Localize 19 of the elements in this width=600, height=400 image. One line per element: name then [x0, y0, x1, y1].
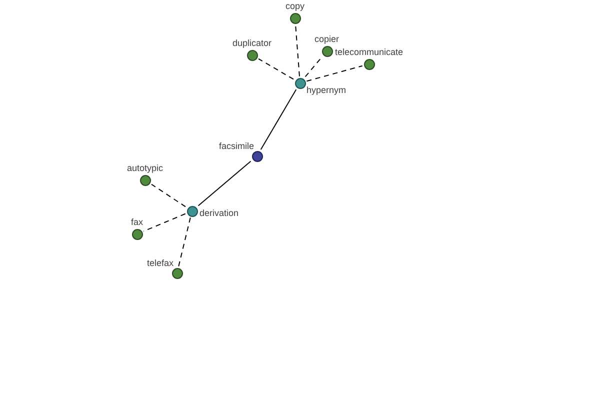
word-label: telefax	[147, 258, 174, 268]
word-label: copier	[314, 34, 340, 44]
word-label: derivation	[200, 208, 239, 218]
dashed-connector	[306, 65, 363, 82]
dashed-connector	[295, 24, 300, 77]
dashed-connector	[258, 58, 294, 80]
word-label: fax	[131, 216, 144, 228]
dashed-connector	[151, 184, 186, 208]
word-label: copy	[286, 0, 305, 12]
word-label: autotypic	[127, 162, 164, 174]
dashed-connector	[178, 217, 191, 267]
connector	[198, 160, 252, 206]
word-label: hypernym	[306, 85, 346, 96]
connector	[260, 89, 297, 150]
word-label: facsimile	[219, 140, 254, 152]
word-label: duplicator	[232, 38, 272, 48]
dashed-connector	[143, 213, 186, 232]
dashed-connector	[304, 56, 322, 78]
word-label: telecommunicate	[335, 46, 404, 58]
